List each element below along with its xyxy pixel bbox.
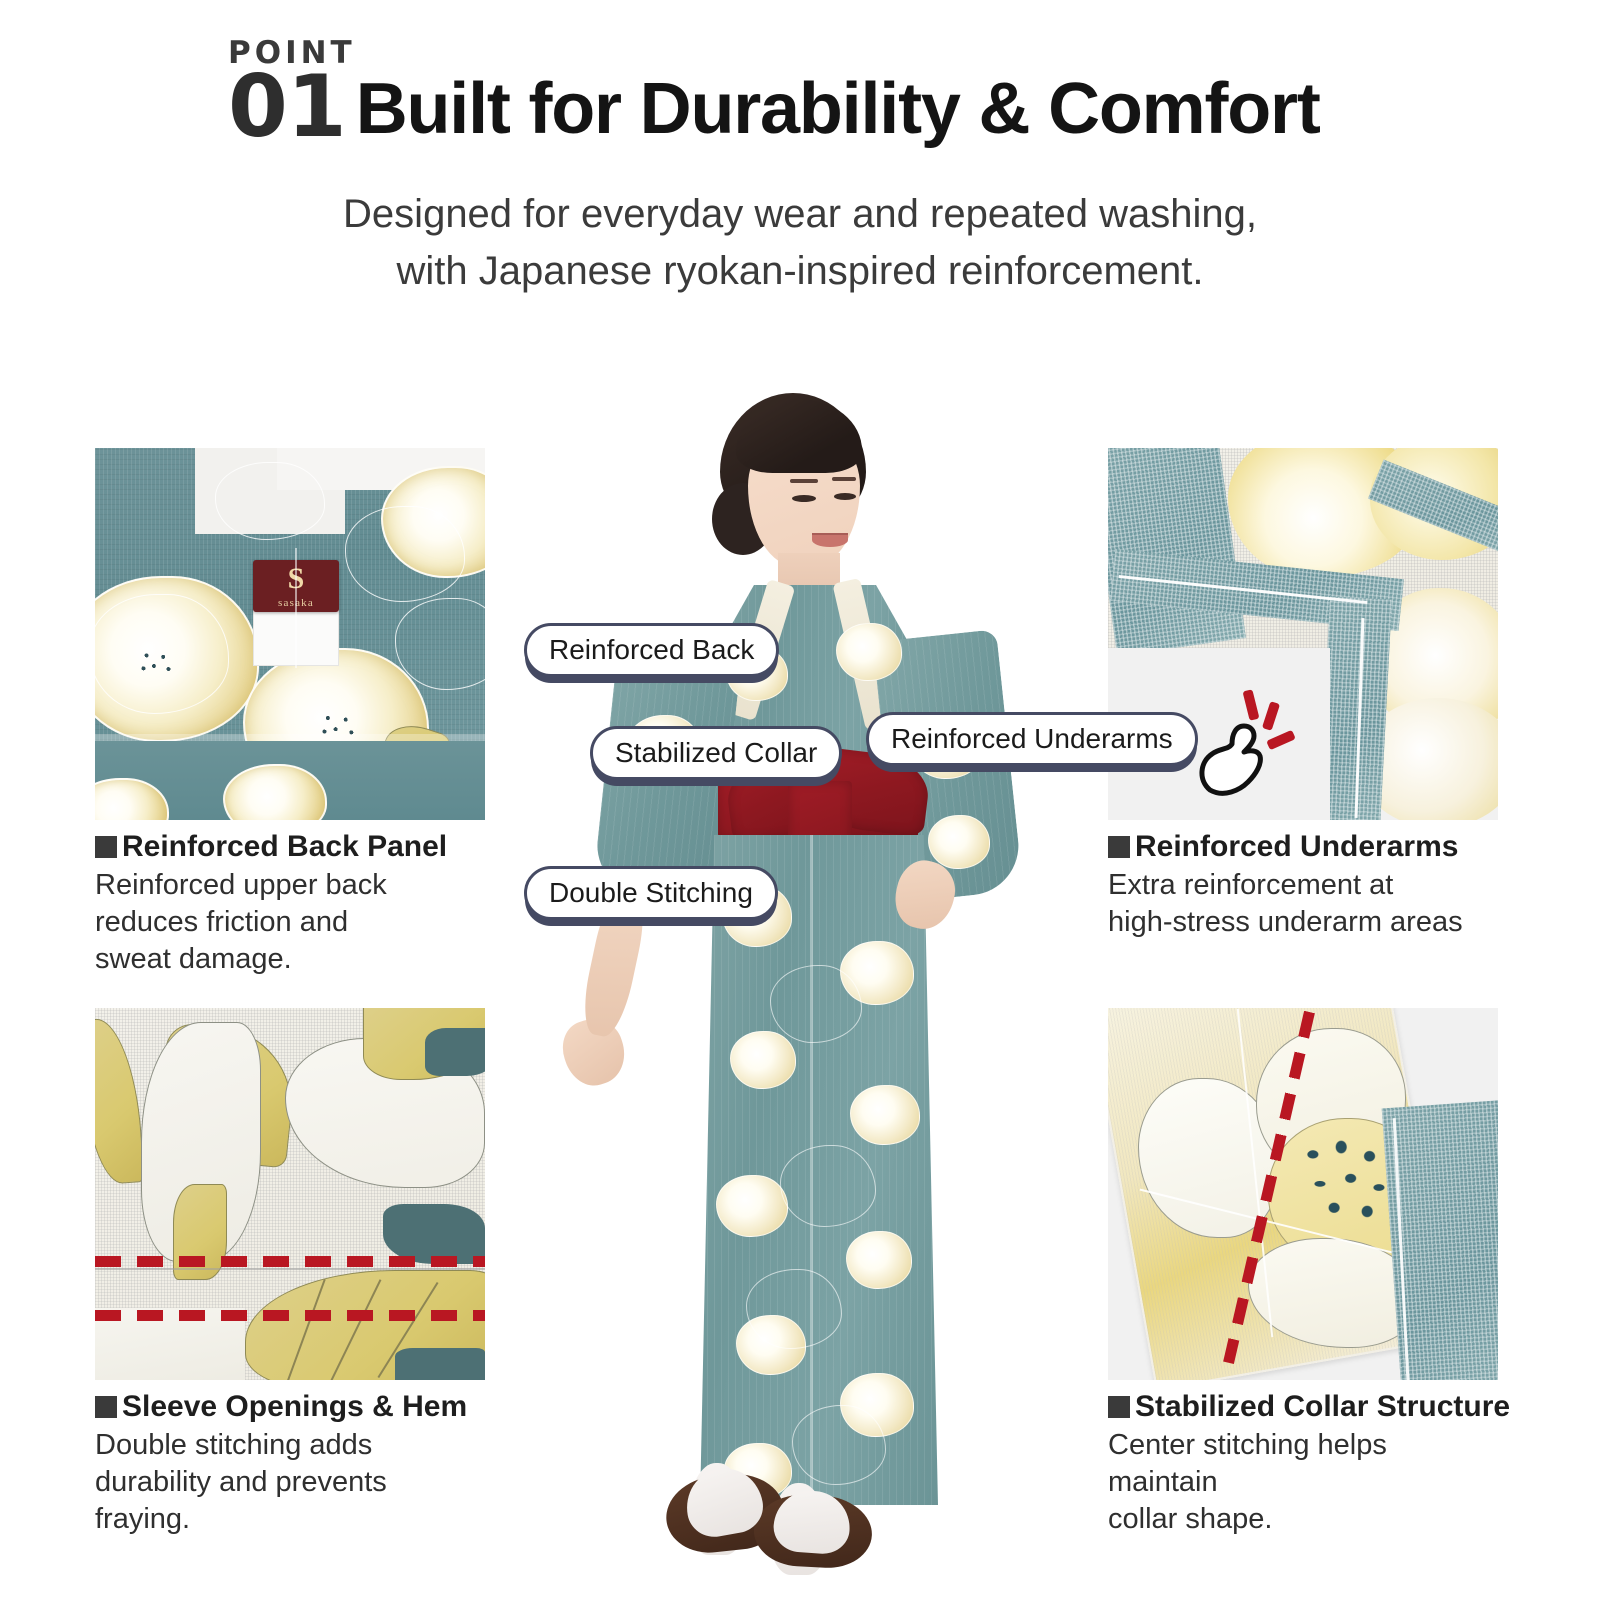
subtitle-line-1: Designed for everyday wear and repeated … <box>343 192 1257 236</box>
callout-stabilized-collar[interactable]: Stabilized Collar <box>590 726 843 781</box>
feature-reinforced-back-panel: S sasaka Reinforced Back Panel Reinforce… <box>95 448 485 977</box>
bullet-square-icon <box>95 1396 117 1418</box>
feature-body: Extra reinforcement at high-stress under… <box>1108 867 1498 941</box>
bullet-square-icon <box>1108 836 1130 858</box>
eyebrow-left <box>790 479 818 483</box>
feature-body-line-1: Double stitching adds <box>95 1429 373 1461</box>
eyebrow-right <box>832 477 856 481</box>
kimono-flower <box>846 1231 912 1289</box>
peony-petal-outline <box>95 594 229 714</box>
callout-reinforced-underarms[interactable]: Reinforced Underarms <box>866 712 1198 767</box>
feature-heading-text: Stabilized Collar Structure <box>1135 1390 1511 1423</box>
point-kicker: POINT <box>228 35 356 71</box>
kimono-flower-outline <box>746 1269 842 1349</box>
peony-petal-outline <box>215 462 325 540</box>
model-photo <box>540 385 1060 1575</box>
seam-line <box>95 734 485 741</box>
stitch-guide-lower <box>95 1310 485 1321</box>
mouth <box>812 533 848 547</box>
kimono-flower-outline <box>780 1145 876 1227</box>
feature-body: Double stitching adds durability and pre… <box>95 1427 485 1537</box>
stabilized-collar-structure-photo <box>1108 1008 1498 1380</box>
peony-stamen <box>311 706 367 746</box>
peony-petal-outline <box>395 598 485 690</box>
feature-reinforced-underarms: Reinforced Underarms Extra reinforcement… <box>1108 448 1498 941</box>
feature-body: Reinforced upper back reduces friction a… <box>95 867 485 977</box>
feature-body-line-2: durability and prevents fraying. <box>95 1465 387 1535</box>
kimono-flower <box>850 1085 920 1145</box>
stitch-guide-upper <box>95 1256 485 1267</box>
point-heading: POINT 01 Built for Durability & Comfort <box>228 35 1321 157</box>
feature-body-line-1: Center stitching helps maintain <box>1108 1429 1387 1498</box>
bullet-square-icon <box>1108 1396 1130 1418</box>
center-seam <box>295 548 297 668</box>
kimono-flower <box>730 1031 796 1089</box>
point-number-stack: POINT 01 <box>228 35 356 157</box>
feature-body: Center stitching helps maintain collar s… <box>1108 1427 1498 1537</box>
hand-glyph <box>1199 723 1263 796</box>
feature-heading: Reinforced Underarms <box>1108 830 1498 864</box>
kimono-flower <box>716 1175 788 1237</box>
feature-heading: Sleeve Openings & Hem <box>95 1390 485 1424</box>
peony-petal-outline <box>345 506 465 602</box>
feature-heading: Reinforced Back Panel <box>95 830 485 864</box>
kimono-flower-outline <box>770 965 862 1043</box>
eye-right <box>834 493 856 500</box>
feature-heading-text: Reinforced Back Panel <box>122 830 448 863</box>
eye-left <box>792 495 816 502</box>
click-rays-icon <box>1243 689 1295 750</box>
feature-body-line-2: high-stress underarm areas <box>1108 905 1463 938</box>
feature-heading: Stabilized Collar Structure <box>1108 1390 1510 1424</box>
feature-body-line-1: Extra reinforcement at <box>1108 869 1394 901</box>
bullet-square-icon <box>95 836 117 858</box>
seam-line <box>95 1268 485 1270</box>
cursor-svg <box>1199 689 1295 796</box>
feature-body-line-3: sweat damage. <box>95 942 292 975</box>
feature-heading-text: Sleeve Openings & Hem <box>122 1390 468 1423</box>
feature-body-line-1: Reinforced upper back <box>95 869 387 901</box>
page-subtitle: Designed for everyday wear and repeated … <box>0 186 1600 300</box>
callout-double-stitching[interactable]: Double Stitching <box>524 866 778 921</box>
teal-accent <box>383 1204 485 1264</box>
feature-sleeve-openings-hem: Sleeve Openings & Hem Double stitching a… <box>95 1008 485 1537</box>
reinforced-back-panel-photo: S sasaka <box>95 448 485 820</box>
hair-front <box>736 399 862 473</box>
point-number: 01 <box>228 57 347 157</box>
teal-accent <box>395 1348 485 1380</box>
kimono-flower <box>928 815 990 869</box>
teal-accent <box>425 1028 485 1076</box>
pointing-hand-cursor-icon <box>1186 688 1306 805</box>
callout-reinforced-back[interactable]: Reinforced Back <box>524 623 780 678</box>
leaf-shape <box>95 1016 145 1186</box>
page-title: Built for Durability & Comfort <box>355 68 1321 149</box>
sleeve-openings-hem-photo <box>95 1008 485 1380</box>
feature-body-line-2: collar shape. <box>1108 1502 1273 1535</box>
subtitle-line-2: with Japanese ryokan-inspired reinforcem… <box>396 248 1204 293</box>
feature-stabilized-collar-structure: Stabilized Collar Structure Center stitc… <box>1108 1008 1510 1537</box>
kimono-flower <box>836 623 902 681</box>
header: POINT 01 Built for Durability & Comfort … <box>0 0 1600 330</box>
feature-heading-text: Reinforced Underarms <box>1135 830 1459 863</box>
feature-body-line-2: reduces friction and <box>95 905 349 938</box>
kimono-flower-outline <box>792 1405 886 1485</box>
